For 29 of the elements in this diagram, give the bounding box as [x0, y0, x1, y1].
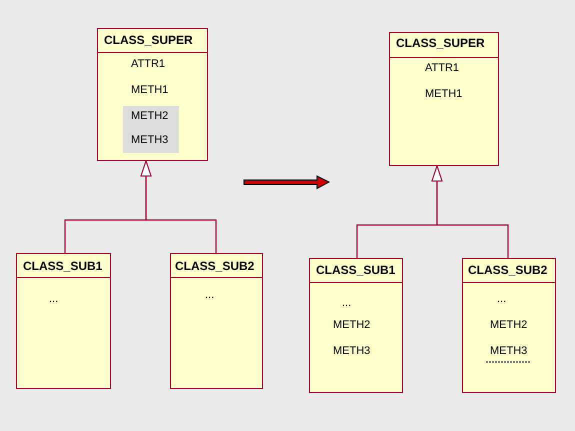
class-member: ...	[497, 292, 506, 306]
class-member: METH1	[425, 87, 462, 101]
class-box	[16, 253, 111, 389]
class-member: METH3	[131, 133, 168, 147]
class-name: CLASS_SUPER	[396, 36, 485, 50]
class-box	[97, 28, 208, 161]
class-member: METH2	[333, 318, 370, 332]
class-member: ...	[49, 292, 58, 306]
inheritance-arrow	[432, 166, 509, 258]
class-box	[309, 258, 403, 393]
class-box	[462, 258, 556, 393]
class-box	[389, 32, 499, 166]
class-member: METH3	[333, 344, 370, 358]
class-name: CLASS_SUB2	[468, 263, 548, 277]
class-name: CLASS_SUPER	[104, 33, 193, 47]
inheritance-arrow	[140, 160, 217, 253]
class-member: ATTR1	[425, 61, 460, 75]
class-box	[170, 253, 263, 389]
class-member: ...	[205, 288, 214, 302]
class-member: ATTR1	[131, 57, 166, 71]
class-name: CLASS_SUB2	[175, 259, 254, 273]
class-member: METH1	[131, 83, 168, 97]
class-member: METH3	[490, 344, 528, 358]
highlight-panel	[123, 106, 179, 153]
class-member: METH2	[490, 318, 528, 332]
class-member: ...	[342, 296, 352, 310]
class-name: CLASS_SUB1	[316, 263, 396, 277]
class-name: CLASS_SUB1	[23, 259, 102, 273]
class-member: METH2	[131, 109, 168, 123]
